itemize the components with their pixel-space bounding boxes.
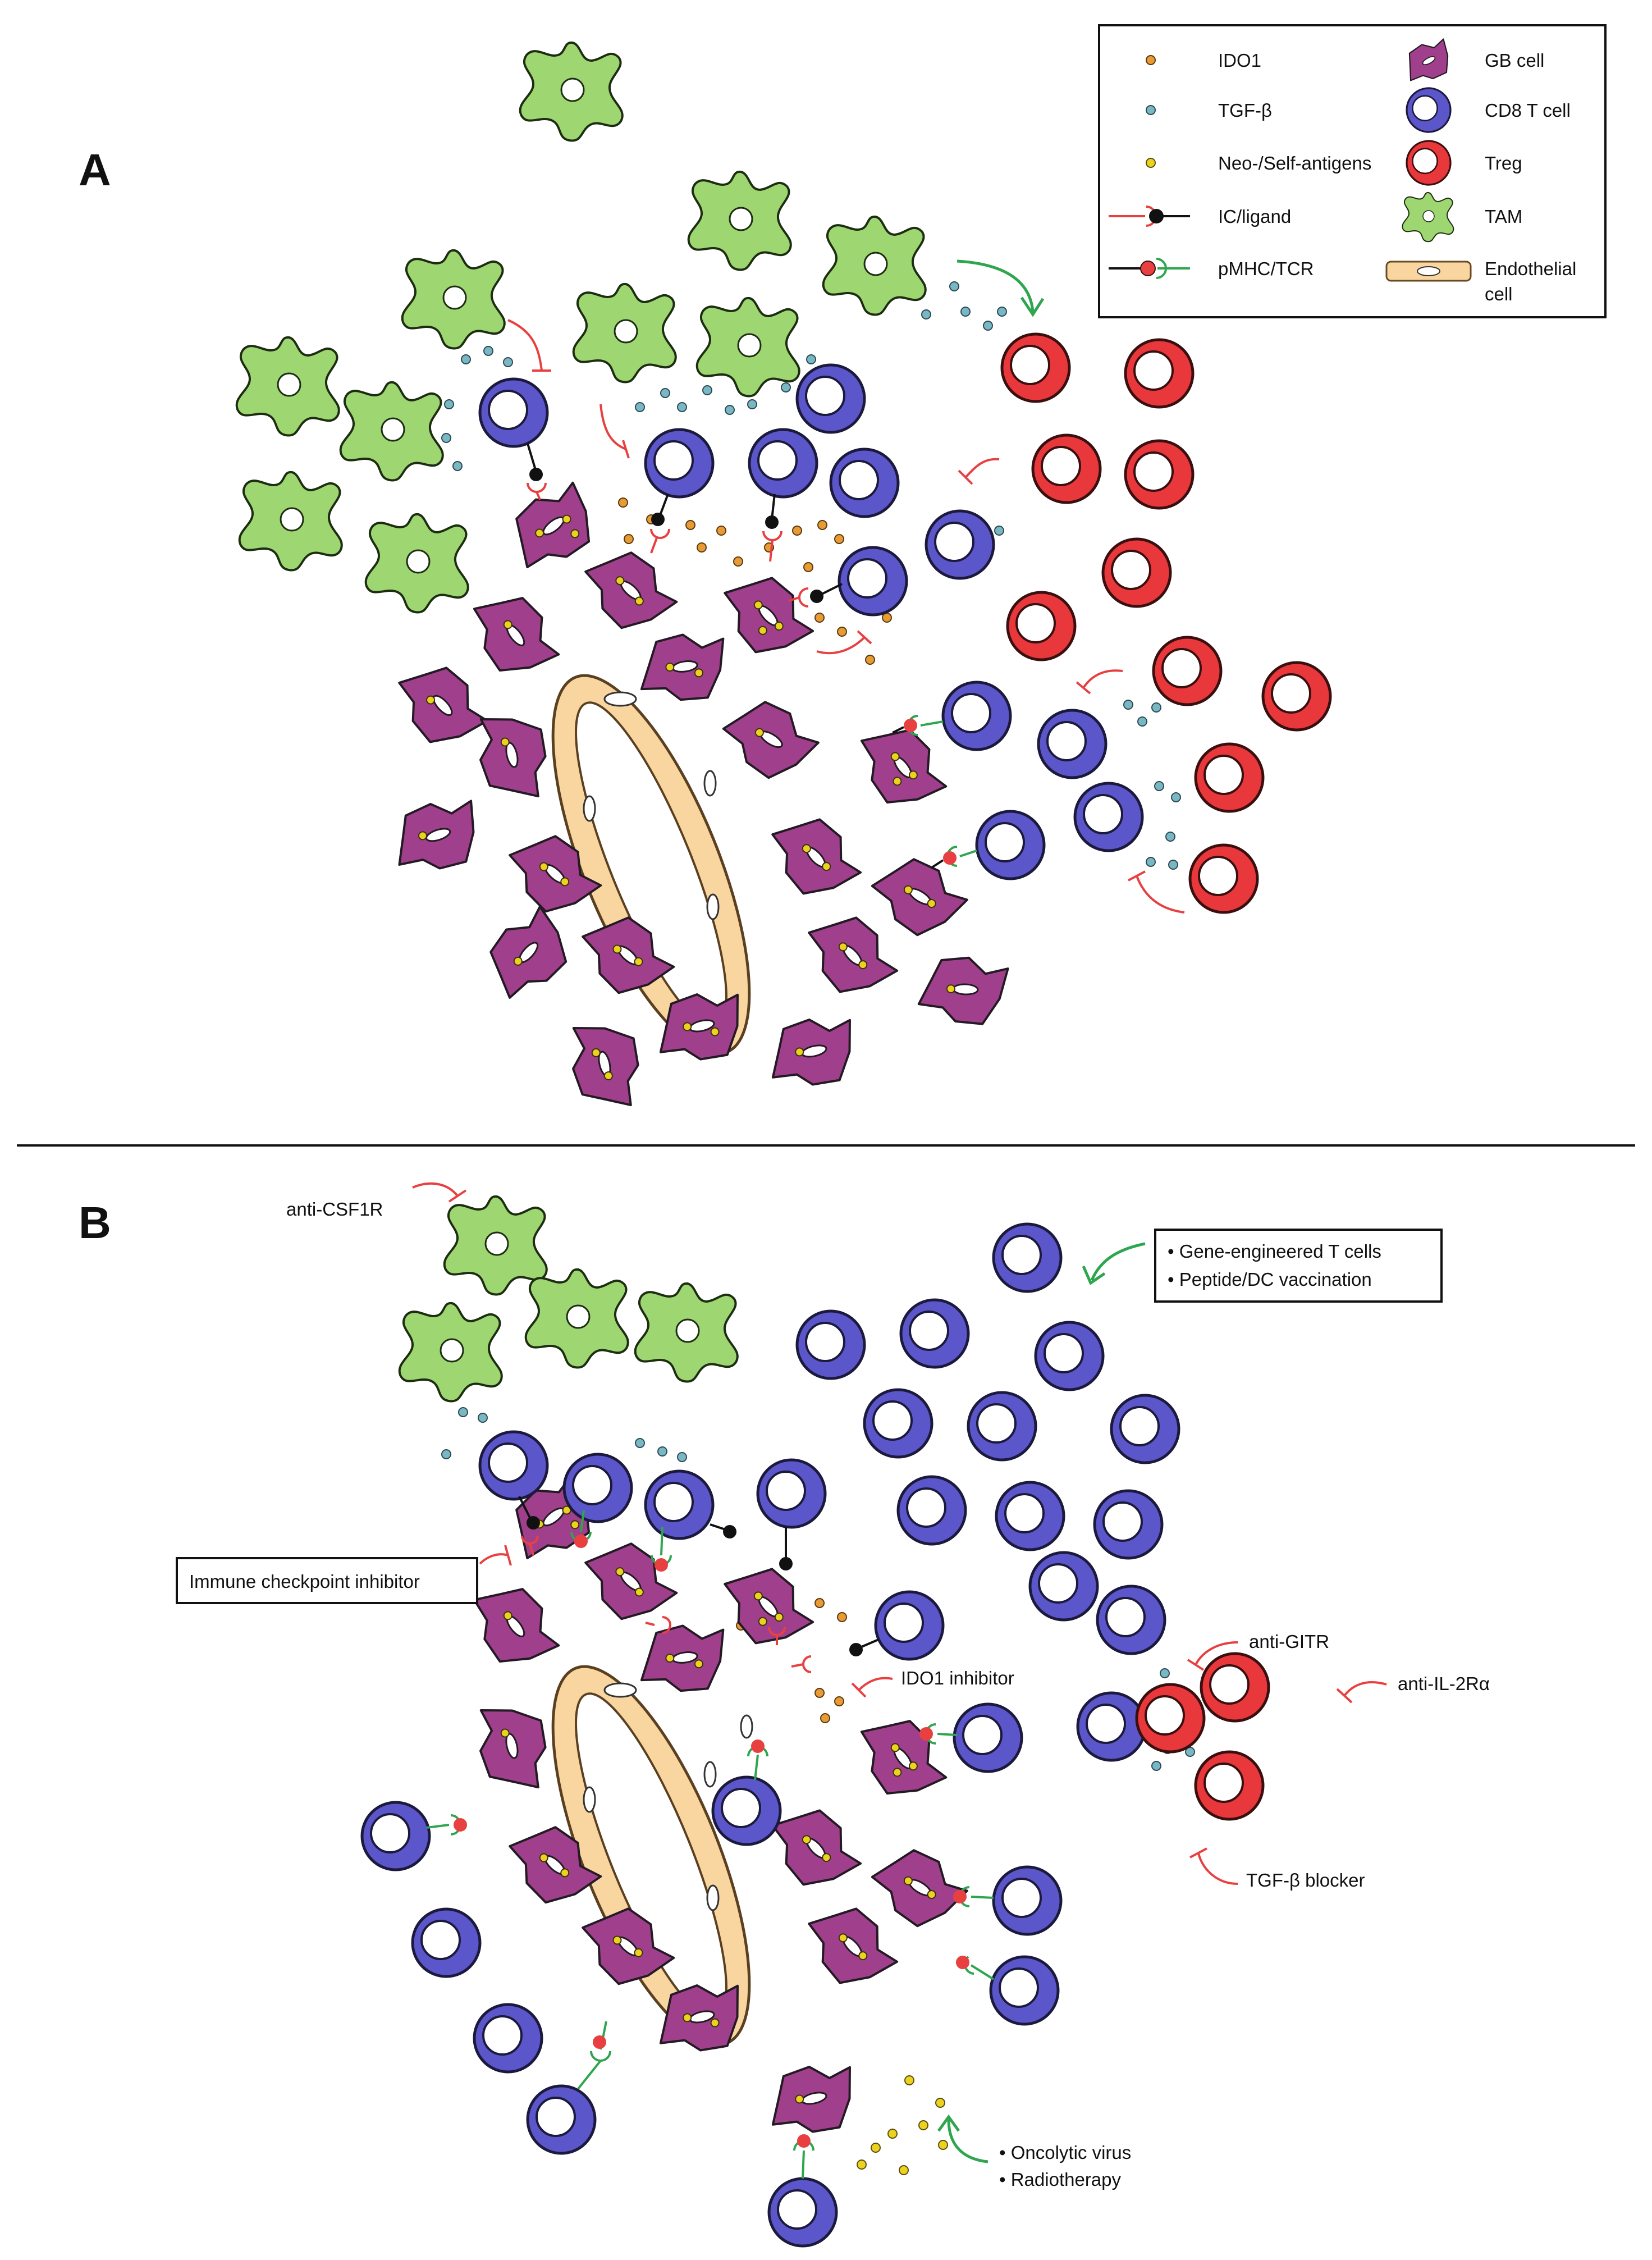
checkpoint-inhibitor-box <box>176 1557 478 1604</box>
legend-label-endothelial: Endothelial <box>1485 258 1576 279</box>
legend-label-ic-ligand: IC/ligand <box>1218 206 1291 227</box>
tcell-therapy-box <box>1154 1229 1443 1303</box>
peptide-dc-vaccination-label: • Peptide/DC vaccination <box>1168 1269 1372 1290</box>
gene-engineered-tcells-label: • Gene-engineered T cells <box>1168 1241 1381 1262</box>
treg-cells-b <box>1137 1654 1269 1819</box>
legend-label-treg: Treg <box>1485 153 1522 174</box>
pmhc-contacts-a <box>892 715 977 869</box>
radiotherapy-label: • Radiotherapy <box>999 2169 1122 2190</box>
treg-cells-a <box>1002 334 1330 912</box>
legend-label-antigens: Neo-/Self-antigens <box>1218 153 1371 174</box>
legend-label-pmhc-tcr: pMHC/TCR <box>1218 258 1314 279</box>
ido1-inhibitor-label: IDO1 inhibitor <box>901 1668 1014 1688</box>
tam-cell <box>443 1195 548 1296</box>
endothelial-cell-icon <box>1385 261 1472 282</box>
anti-il2ra-label: anti-IL-2Rα <box>1398 1673 1490 1694</box>
legend-label-tgfb: TGF-β <box>1218 100 1272 121</box>
tam-cell <box>695 296 800 398</box>
legend-label-endothelial-cell: cell <box>1485 284 1513 304</box>
pmhc-contacts-b <box>426 1510 995 2179</box>
tam-cell <box>364 513 469 614</box>
legend-label-cd8-t-cell: CD8 T cell <box>1485 100 1571 121</box>
antigen-dot-icon <box>1146 158 1156 168</box>
panel-b-label: B <box>79 1198 111 1248</box>
tam-cell <box>401 249 506 350</box>
inhibition-arrows-a <box>507 319 1185 914</box>
tam-cell <box>822 215 927 316</box>
antigen-cluster <box>857 2075 948 2175</box>
tam-cell <box>634 1282 739 1383</box>
panel-a: A <box>79 41 1330 1108</box>
legend-label-tam: TAM <box>1485 206 1522 227</box>
tam-cell <box>238 471 343 572</box>
treg-icon <box>1406 140 1452 186</box>
cd8-t-cell-icon <box>1406 87 1452 133</box>
tam-cell <box>524 1268 629 1369</box>
checkpoint-inhibitor-label: Immune checkpoint inhibitor <box>189 1571 420 1592</box>
legend-label-gb-cell: GB cell <box>1485 50 1544 71</box>
tam-cell <box>398 1302 503 1403</box>
pmhc-tcr-icon <box>1109 258 1190 279</box>
tam-cell <box>519 41 624 142</box>
gb-cells-a <box>396 480 1016 1108</box>
tam-cell <box>339 381 444 482</box>
tam-cell <box>687 170 792 271</box>
oncolytic-virus-label: • Oncolytic virus <box>999 2142 1131 2163</box>
ic-contacts-b <box>518 1496 879 1673</box>
inhibition-arrows-b <box>412 1182 1387 1885</box>
panel-b: B <box>79 1182 1490 2246</box>
tgfb-dot-icon <box>1146 105 1156 115</box>
tam-cell <box>235 336 340 437</box>
anti-csf1r-label: anti-CSF1R <box>286 1199 383 1220</box>
tam-cell <box>572 282 677 383</box>
ic-contacts-a <box>527 443 843 608</box>
stimulation-arrows-b <box>937 1242 1146 2163</box>
tgfb-blocker-label: TGF-β blocker <box>1246 1870 1365 1891</box>
legend: IDO1 TGF-β Neo-/Self-antigens IC/ligand … <box>1098 24 1607 318</box>
ic-ligand-icon <box>1109 206 1190 227</box>
stimulation-arrow-a <box>957 259 1045 317</box>
anti-gitr-label: anti-GITR <box>1249 1631 1329 1652</box>
ido1-dot-icon <box>1146 55 1156 65</box>
blood-vessel-a <box>551 674 753 1056</box>
legend-label-ido1: IDO1 <box>1218 50 1261 71</box>
panel-a-label: A <box>79 145 111 195</box>
